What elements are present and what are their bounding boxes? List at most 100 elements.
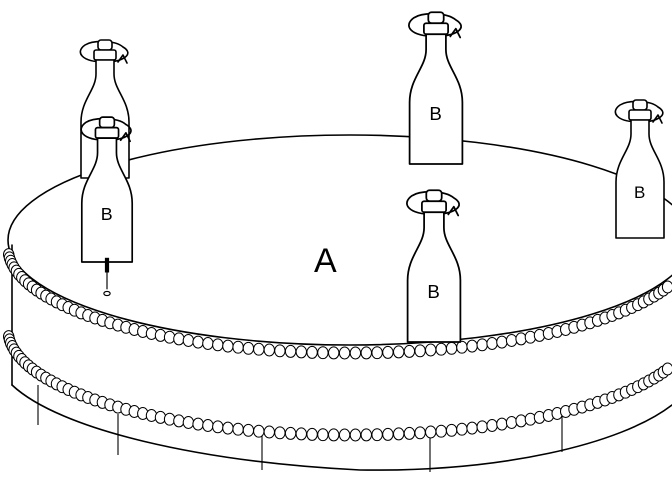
bottle-label: B (427, 281, 439, 302)
bead (476, 338, 488, 352)
bead (456, 340, 468, 354)
bead (338, 346, 351, 360)
bead (349, 346, 362, 360)
bead (202, 337, 214, 350)
bottle-body (406, 211, 462, 343)
bead (403, 426, 416, 440)
bead (173, 332, 185, 346)
bead (192, 417, 204, 431)
bottle-cap (425, 189, 443, 203)
platform-bottom-edge (11, 384, 672, 471)
bead (382, 345, 394, 359)
bead (661, 362, 672, 376)
bead (661, 280, 672, 294)
platform: A (3, 134, 672, 472)
bead (182, 334, 195, 347)
bottle: B (80, 116, 134, 297)
bead (274, 426, 286, 440)
bottle-collar (421, 200, 447, 214)
bead (496, 335, 508, 349)
spindle (103, 257, 111, 297)
bead (393, 345, 405, 359)
bead (425, 343, 437, 357)
bead (466, 421, 478, 435)
bottle-body (615, 119, 665, 239)
bead (414, 426, 426, 440)
bead-row-upper (3, 248, 672, 360)
bead (163, 412, 176, 426)
bead (435, 424, 447, 438)
bead (360, 346, 372, 360)
bead (382, 427, 394, 441)
bead (232, 340, 244, 354)
bead (284, 344, 297, 358)
bottle-cap (427, 11, 445, 25)
bead (173, 414, 185, 428)
bead (466, 339, 478, 353)
bead (360, 428, 372, 442)
bead (212, 338, 224, 352)
bead (192, 335, 204, 349)
bead (445, 423, 458, 437)
bead (496, 417, 508, 431)
bead (306, 345, 318, 359)
bottle-body (80, 137, 134, 263)
bead (371, 346, 383, 360)
bottles: BBBBB (79, 11, 665, 343)
bead (263, 343, 275, 357)
bead (435, 342, 447, 356)
bead (425, 425, 437, 439)
bead (212, 420, 224, 434)
bottle: B (406, 189, 462, 343)
bottle-collar (94, 126, 120, 139)
bead (232, 422, 244, 436)
bead (515, 414, 527, 428)
bead (414, 344, 426, 358)
bottle-label: B (429, 103, 441, 124)
bead (328, 346, 340, 360)
bead (295, 345, 307, 359)
bottle-cap (632, 99, 648, 111)
bead (295, 427, 307, 441)
bottle-collar (628, 109, 652, 121)
bead-row-lower (3, 330, 672, 442)
bead (486, 337, 498, 350)
bead (253, 424, 265, 438)
bead (284, 426, 297, 440)
bottle-cap (97, 39, 113, 51)
bead (505, 416, 518, 429)
bead (253, 342, 265, 356)
bottle-label: B (634, 183, 645, 202)
bottle-collar (93, 49, 117, 61)
bead (486, 419, 498, 432)
bottle-cap (98, 116, 116, 129)
bead (163, 330, 176, 344)
bead (306, 427, 318, 441)
platform-label: A (314, 242, 337, 280)
panel-seams (37, 385, 563, 472)
bottle-body (408, 33, 464, 165)
bead (328, 428, 340, 442)
bead (317, 346, 329, 360)
bead (263, 425, 275, 439)
bead (222, 421, 234, 435)
bead (456, 422, 468, 436)
bead (222, 339, 234, 353)
bead (317, 428, 329, 442)
bead (371, 428, 383, 442)
bottle-label: B (101, 204, 113, 224)
bead (515, 332, 527, 346)
bead (349, 428, 362, 442)
bottle: B (408, 11, 464, 165)
platform-top (7, 134, 672, 346)
bottle-collar (423, 22, 449, 36)
bead (274, 344, 286, 358)
bead (393, 427, 405, 441)
bead (242, 341, 255, 355)
bead (182, 416, 195, 429)
bead (202, 419, 214, 432)
bead (338, 428, 351, 442)
bead (476, 420, 488, 434)
